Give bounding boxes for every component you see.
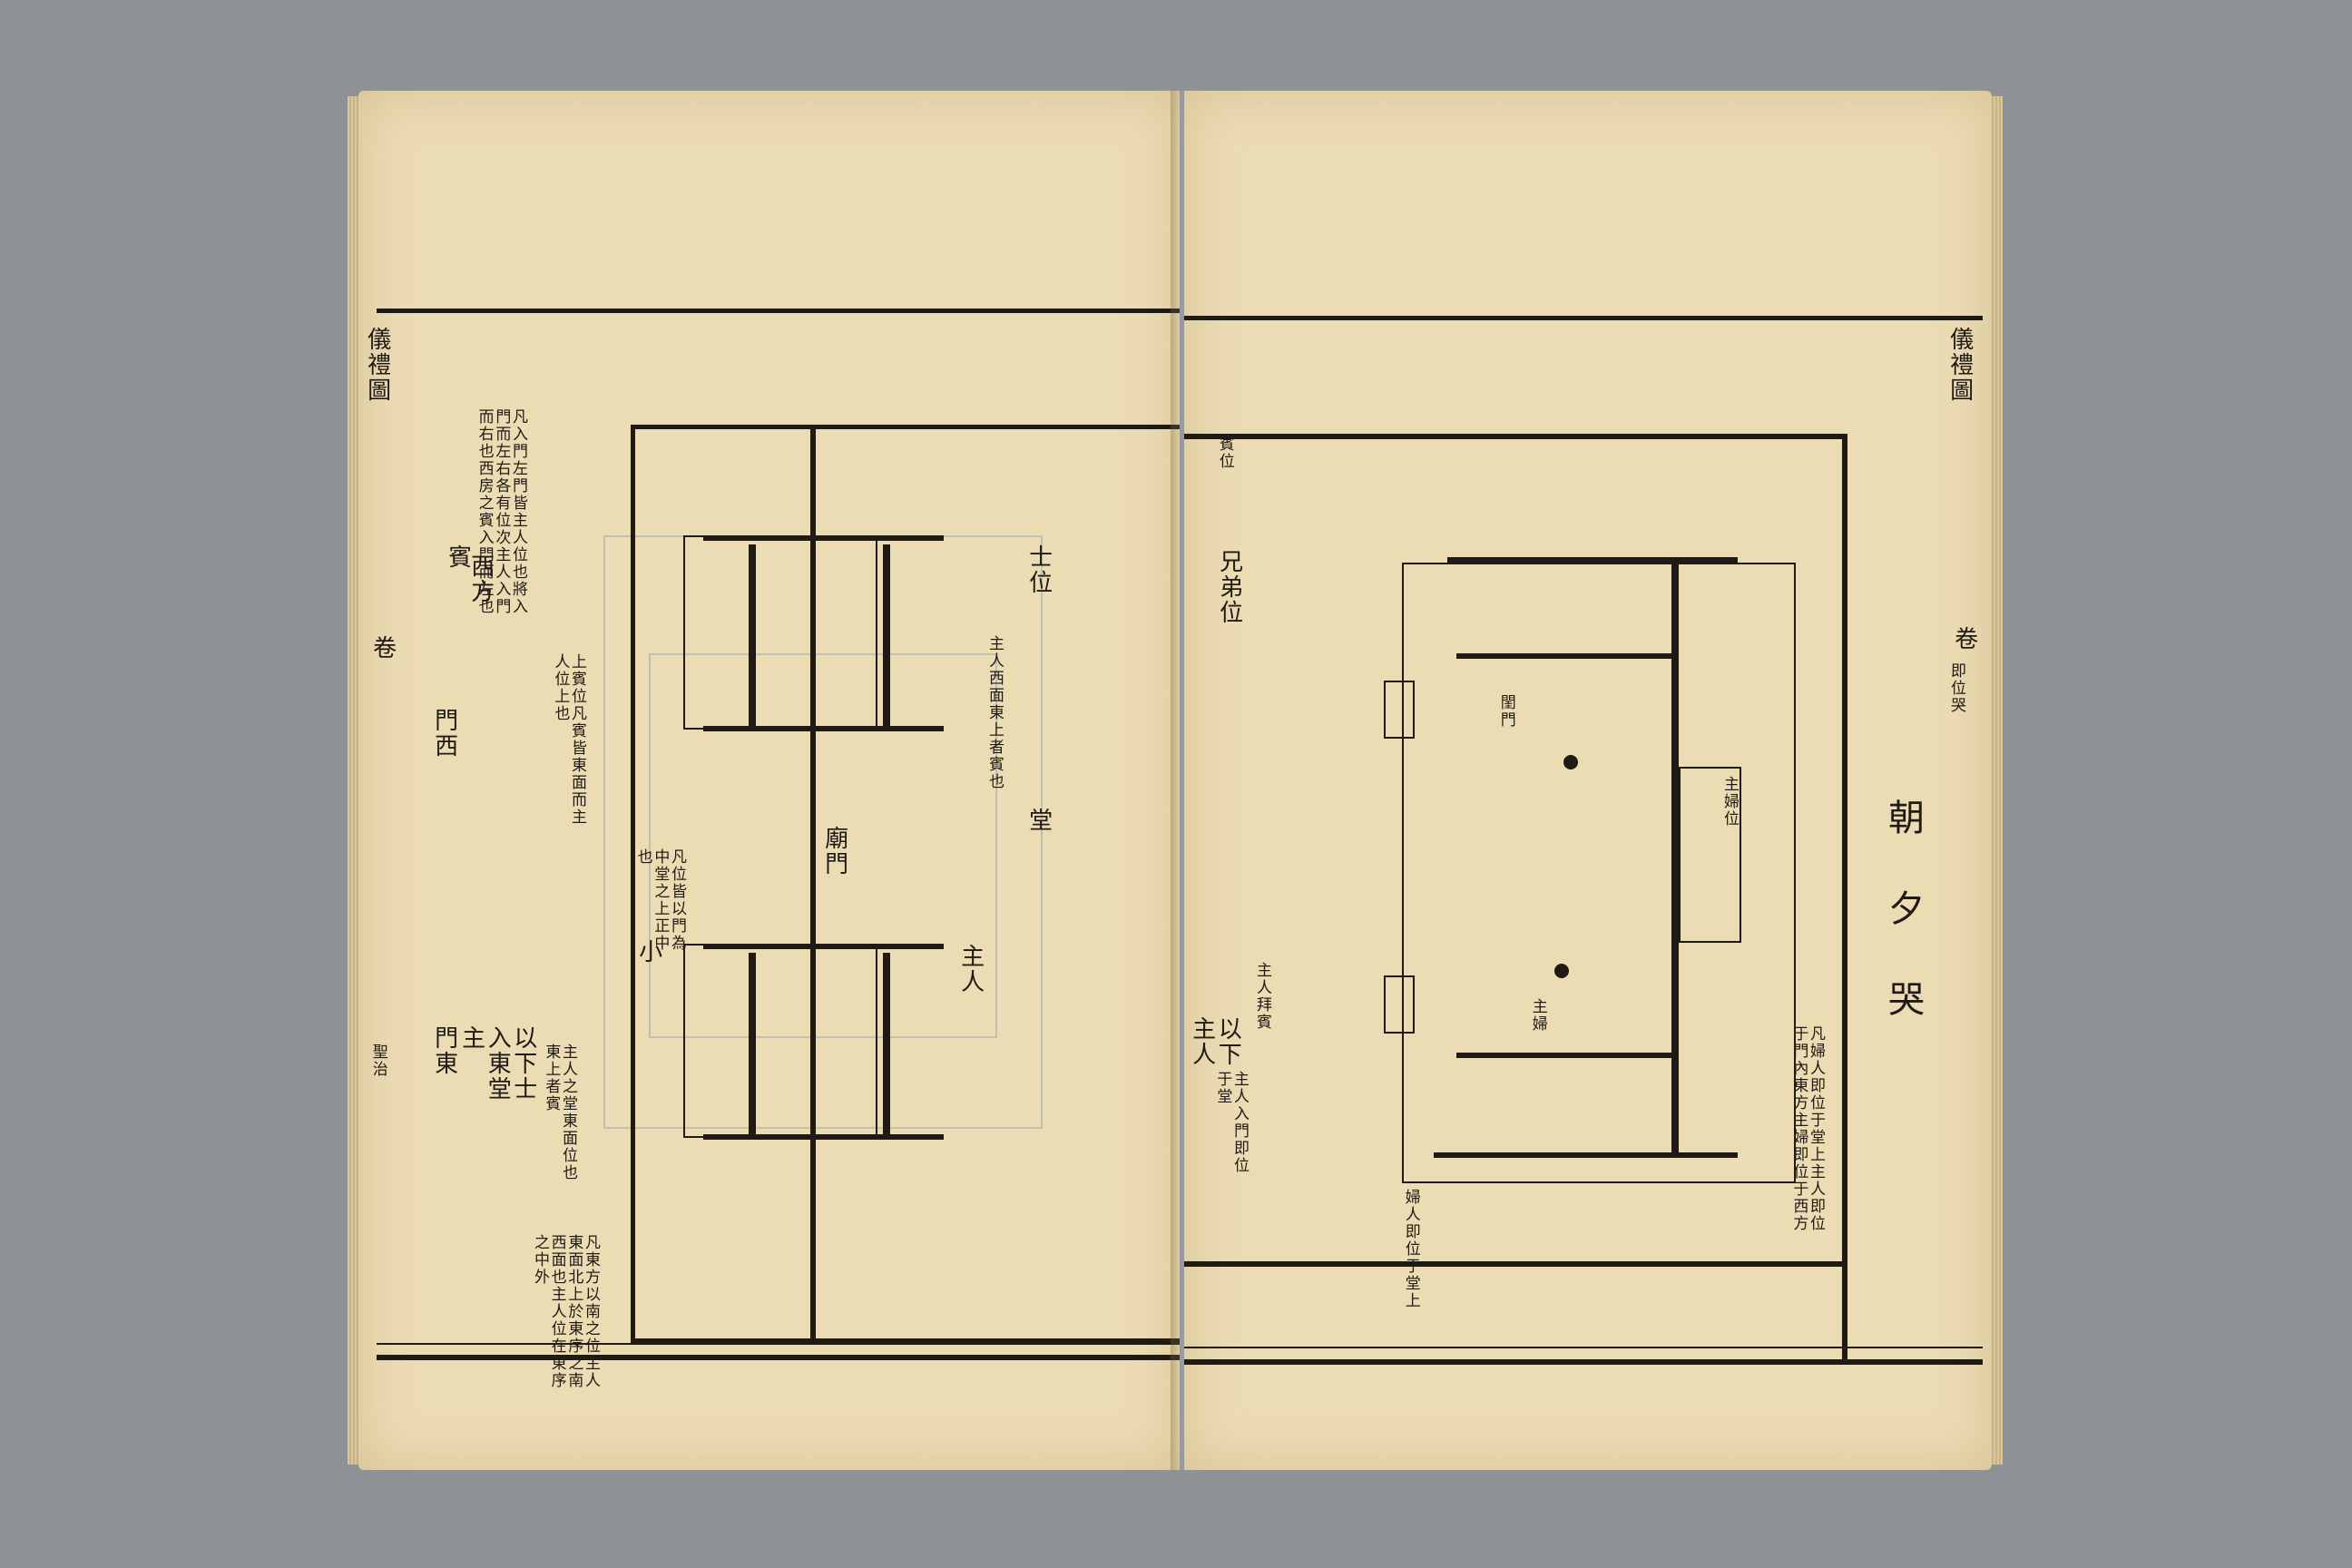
center-axis	[810, 425, 816, 1341]
left-page-edges	[348, 96, 360, 1465]
outer-bottom-wall	[1184, 1261, 1847, 1267]
inner-beam-upper	[1456, 653, 1674, 659]
left-page: 儀禮圖 卷 聖治 凡入門左門皆主人位也將入門而左右各有位次主人入門而右也西房之賓…	[358, 91, 1180, 1470]
inner-pillar	[1671, 563, 1679, 1157]
margin-title: 儀禮圖	[363, 327, 391, 403]
label-corner: 賓位	[1215, 436, 1234, 470]
court-bottom-wall	[631, 1338, 1180, 1343]
outer-right-wall	[1842, 434, 1847, 1359]
inner-beam-lower	[1456, 1053, 1674, 1058]
lower-building	[683, 944, 877, 1138]
lower-pillar-right	[883, 953, 890, 1134]
note-bottom: 凡東方以南之位主人東面北上於東序之南西面也主人位在東序之中外	[530, 1234, 600, 1389]
note-east: 主人之堂東面位也東上者賓	[542, 1044, 577, 1181]
note-mid: 上賓位凡賓皆東面而主人位上也	[551, 653, 586, 826]
top-rule	[377, 309, 1180, 313]
lower-pillar-left	[749, 953, 756, 1134]
heading-sub: 即位哭	[1947, 662, 1965, 714]
side-step-lower	[1384, 975, 1415, 1034]
label-lower: 以下主人	[1188, 1016, 1242, 1067]
lower-base	[703, 1134, 944, 1140]
west-gate-label: 門西	[430, 708, 458, 759]
inner-hall	[1402, 563, 1796, 1183]
right-page-edges	[1990, 96, 2003, 1465]
note-top: 凡入門左門皆主人位也將入門而左右各有位次主人入門而右也西房之賓入門而左也	[475, 408, 527, 615]
margin-bottom: 聖治	[368, 1044, 387, 1078]
note-right: 凡婦人即位于堂上主人即位于門內東方主婦即位于西方	[1789, 1025, 1825, 1232]
court-top-wall	[631, 425, 1180, 429]
note-low: 以下士入東堂主	[457, 1025, 537, 1102]
inner-base	[1434, 1152, 1738, 1158]
bottom-rule-thin	[377, 1343, 1180, 1345]
position-dot-upper	[1563, 755, 1578, 769]
note-center: 主人西面東上者賓也	[985, 635, 1004, 790]
bottom-rule-right	[1184, 1359, 1983, 1365]
top-rule-right	[1184, 316, 1983, 320]
lower-label: 主人	[956, 944, 985, 995]
outer-top-wall	[1184, 434, 1847, 439]
label-top: 兄弟位	[1215, 549, 1243, 625]
bottom-rule-right-thin	[1184, 1347, 1983, 1348]
note-center-2: 凡位皆以門為中堂之上正中也	[633, 848, 686, 952]
hall-label: 堂	[1024, 808, 1053, 833]
right-page: 儀禮圖 卷 朝夕哭 即位哭 兄弟位 閨門 主婦位 主人拜賓 以下主人 主人入門即…	[1184, 91, 1992, 1470]
west-room-label: 西方	[466, 554, 495, 604]
upper-pillar-right	[883, 544, 890, 726]
inner-room	[1679, 767, 1741, 943]
inner-roof	[1447, 557, 1738, 563]
upper-building	[683, 535, 877, 730]
upper-roof	[703, 535, 944, 541]
court-left-wall	[631, 425, 635, 1341]
temple-gate-label: 廟門	[820, 826, 848, 877]
bottom-rule	[377, 1355, 1180, 1360]
lower-roof	[703, 944, 944, 949]
margin-sub: 卷	[368, 635, 397, 661]
upper-pillar-left	[749, 544, 756, 726]
label-box: 閨門	[1496, 694, 1515, 729]
label-lower-2: 主人入門即位于堂	[1213, 1071, 1249, 1174]
open-book: 儀禮圖 卷 聖治 凡入門左門皆主人位也將入門而左右各有位次主人入門而右也西房之賓…	[348, 91, 2003, 1470]
faint-grid-inner	[649, 653, 997, 1038]
shi-wei-label: 士位	[1024, 544, 1053, 595]
label-inner: 主婦	[1528, 998, 1547, 1033]
upper-base	[703, 726, 944, 731]
label-right: 主人拜賓	[1253, 962, 1271, 1031]
label-mid: 主婦位	[1720, 776, 1739, 828]
margin-sub-right: 卷	[1950, 626, 1978, 652]
guest-label: 賓	[444, 544, 472, 570]
east-gate-label: 門東	[430, 1025, 458, 1076]
page-heading: 朝夕哭	[1882, 799, 1924, 1071]
margin-title-right: 儀禮圖	[1945, 327, 1974, 403]
side-step-upper	[1384, 681, 1415, 739]
marker-label: 小	[634, 939, 662, 965]
position-dot-lower	[1554, 964, 1569, 978]
label-bottom: 婦人即位于堂上	[1401, 1189, 1420, 1309]
